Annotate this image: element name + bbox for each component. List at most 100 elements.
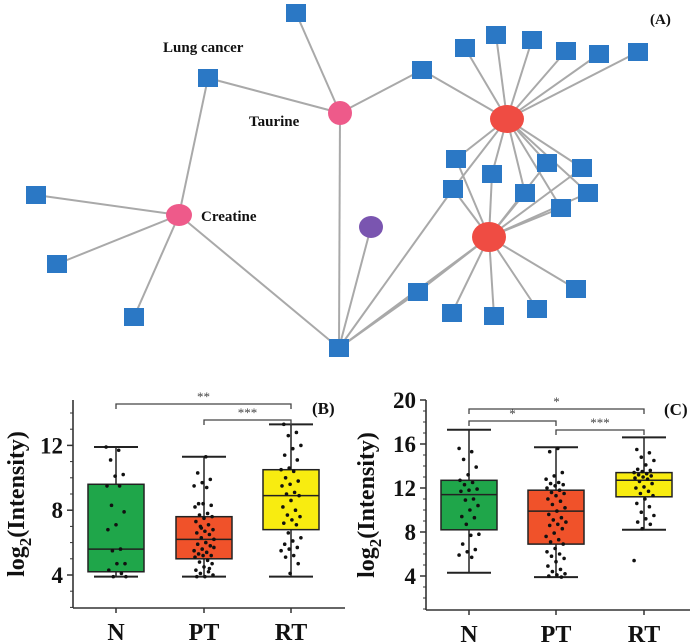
data-point (556, 446, 560, 451)
data-point (284, 492, 289, 496)
data-point (107, 568, 111, 572)
data-point (202, 516, 206, 521)
network-edge (488, 236, 577, 290)
data-point (562, 556, 566, 561)
data-point (193, 555, 197, 559)
data-point (115, 561, 119, 566)
network-edge (295, 12, 341, 114)
y-tick-label: 4 (405, 564, 417, 589)
data-point (195, 542, 200, 547)
data-point (206, 569, 211, 574)
data-point (192, 484, 196, 488)
data-point (299, 443, 303, 448)
significance-stars: * (509, 406, 516, 421)
network-node-creatine (166, 204, 192, 226)
data-point (642, 485, 646, 489)
data-point (635, 447, 639, 452)
data-point (288, 482, 292, 487)
network-edge (488, 167, 583, 238)
network-node-hub1 (490, 105, 524, 133)
data-point (457, 446, 461, 451)
data-point (563, 572, 567, 576)
data-point (210, 561, 214, 566)
significance-bracket: * (468, 406, 557, 426)
y-tick-label: 8 (52, 498, 64, 523)
data-point (299, 535, 303, 540)
data-point (294, 430, 299, 435)
data-point (119, 571, 124, 576)
data-point (193, 505, 197, 509)
data-point (644, 463, 648, 467)
bracket-line (115, 403, 292, 409)
network-edge (495, 34, 508, 120)
data-point (279, 548, 283, 553)
data-point (289, 498, 293, 503)
data-point (211, 527, 215, 532)
data-point (474, 465, 478, 469)
data-point (561, 482, 565, 487)
data-point (201, 501, 205, 506)
box-rt (615, 436, 673, 563)
data-point (466, 473, 470, 477)
data-point (210, 514, 214, 519)
network-node-gene (527, 300, 547, 318)
data-point (469, 555, 474, 560)
data-point (469, 449, 474, 454)
data-point (461, 457, 466, 462)
data-point (282, 422, 286, 427)
data-point (550, 502, 555, 507)
data-point (465, 550, 469, 554)
network-node-hub2 (472, 222, 506, 252)
y-tick-label: 12 (393, 476, 416, 501)
data-point (208, 544, 213, 548)
data-point (124, 574, 128, 579)
data-point (211, 573, 215, 577)
network-edge (338, 291, 419, 349)
data-point (560, 526, 565, 531)
data-point (282, 521, 286, 525)
data-point (557, 488, 562, 492)
data-point (641, 475, 645, 479)
x-tick-label: RT (275, 620, 308, 644)
data-point (291, 469, 296, 474)
data-point (635, 501, 639, 506)
network-edge (178, 77, 209, 216)
node-label-taurine: Taurine (249, 114, 300, 130)
data-point (206, 522, 211, 527)
data-point (109, 503, 114, 508)
data-point (556, 480, 561, 485)
data-point (204, 454, 208, 459)
data-point (552, 474, 556, 478)
data-point (114, 522, 118, 527)
data-point (282, 453, 287, 457)
data-point (297, 493, 301, 498)
data-point (197, 560, 202, 564)
network-edge (338, 188, 454, 349)
data-point (460, 542, 465, 546)
network-node-gene (551, 199, 571, 217)
data-point (286, 531, 291, 535)
node-label-creatine: Creatine (201, 209, 257, 225)
data-point (291, 539, 295, 543)
data-point (552, 531, 556, 535)
data-point (106, 527, 110, 532)
network-node-gene (124, 308, 144, 326)
data-point (199, 535, 204, 540)
network-node-gene (482, 165, 502, 183)
network-node-gene (589, 45, 609, 63)
data-point (205, 511, 210, 516)
network-node-gene (566, 280, 586, 298)
data-point (291, 553, 296, 558)
network-node-taurine (328, 101, 352, 125)
x-tick-label: N (107, 620, 125, 644)
bracket-line (468, 408, 645, 414)
panel-label: (C) (664, 400, 688, 419)
box-n (440, 428, 498, 574)
node-label-lung-cancer: Lung cancer (163, 40, 244, 56)
data-point (287, 547, 292, 551)
network-node-gene (486, 26, 506, 44)
data-point (117, 484, 122, 488)
data-point (555, 573, 559, 577)
data-point (548, 540, 553, 544)
